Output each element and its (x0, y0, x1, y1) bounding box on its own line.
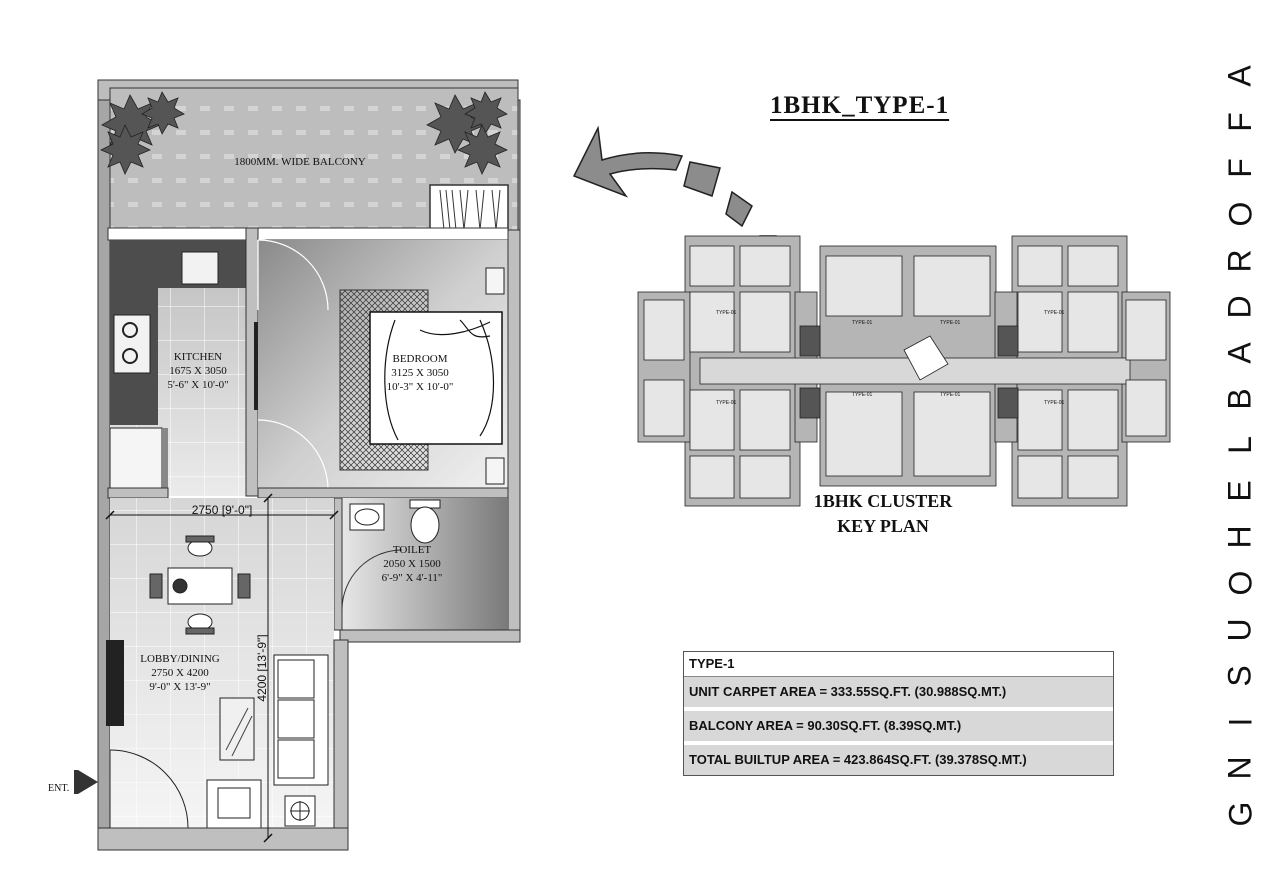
balcony-label: 1800MM. WIDE BALCONY (234, 156, 366, 168)
heading-letter: A (1222, 65, 1258, 87)
area-table: TYPE-1 UNIT CARPET AREA = 333.55SQ.FT. (… (683, 651, 1114, 776)
coffee-table-icon (219, 697, 255, 761)
armchair-icon (206, 779, 262, 829)
heading-letter: F (1221, 112, 1258, 132)
lobby-metric: 2750 X 4200 (151, 667, 209, 679)
width-dimension: 2750 [9'-0"] (192, 503, 253, 517)
key-plan-caption-line1: 1BHK CLUSTER (813, 491, 953, 511)
plan-title: 1BHK_TYPE-1 (770, 92, 950, 119)
key-plan-unit-label: TYPE-01 (940, 392, 961, 398)
wardrobe (429, 184, 509, 236)
heading-letter: A (1222, 342, 1258, 364)
key-plan-unit-label: TYPE-01 (852, 320, 873, 326)
lobby-imperial: 9'-0" X 13'-9" (149, 681, 210, 693)
key-plan-unit-label: TYPE-01 (940, 320, 961, 326)
affordable-housing-heading: A F F O R D A B L E H O U S I N G (1218, 60, 1262, 830)
key-plan-unit-label: TYPE-01 (852, 392, 873, 398)
heading-letter: S (1222, 664, 1258, 687)
toilet-imperial: 6'-9" X 4'-11" (382, 572, 443, 584)
unit-floor-plan: 1800MM. WIDE BALCONY KITCHEN 1675 X 3050… (74, 79, 521, 851)
heading-letter: L (1221, 436, 1258, 454)
cluster-key-plan (637, 235, 1171, 507)
heading-letter: O (1221, 570, 1258, 596)
area-table-header: TYPE-1 (684, 652, 1113, 677)
lobby-name: LOBBY/DINING (140, 653, 219, 665)
kitchen-imperial: 5'-6" X 10'-0" (167, 379, 228, 391)
heading-letter: D (1221, 295, 1258, 319)
heading-letter: G (1221, 801, 1258, 827)
heading-letter: B (1222, 388, 1258, 410)
heading-letter: I (1221, 717, 1258, 727)
key-plan-caption-line2: KEY PLAN (837, 516, 929, 536)
toilet-name: TOILET (393, 544, 432, 556)
sink-icon (181, 251, 219, 285)
toilet-metric: 2050 X 1500 (383, 558, 441, 570)
heading-letter: O (1221, 201, 1258, 227)
bedroom-name: BEDROOM (392, 353, 447, 365)
bedroom-imperial: 10'-3" X 10'-0" (387, 381, 454, 393)
key-plan-unit-label: TYPE-01 (1044, 310, 1065, 316)
height-dimension: 4200 [13'-9"] (255, 634, 269, 701)
dining-table-icon (149, 535, 251, 635)
heading-letter: N (1221, 756, 1258, 780)
kitchen-name: KITCHEN (174, 351, 222, 363)
bedroom-metric: 3125 X 3050 (391, 367, 449, 379)
fridge-icon (109, 427, 163, 489)
heading-letter: R (1221, 248, 1258, 273)
area-table-row: BALCONY AREA = 90.30SQ.FT. (8.39SQ.MT.) (684, 711, 1113, 745)
plant-icon (100, 91, 508, 175)
area-table-row: TOTAL BUILTUP AREA = 423.864SQ.FT. (39.3… (684, 745, 1113, 775)
plant-pot-icon (284, 795, 316, 827)
sofa-icon (273, 654, 329, 786)
washbasin-icon (349, 503, 385, 531)
key-plan-unit-label: TYPE-01 (716, 310, 737, 316)
kitchen-metric: 1675 X 3050 (169, 365, 227, 377)
key-plan-unit-label: TYPE-01 (1044, 400, 1065, 406)
heading-letter: U (1221, 617, 1258, 642)
entrance-arrow-icon (78, 770, 98, 794)
key-plan-unit-label: TYPE-01 (716, 400, 737, 406)
area-table-row: UNIT CARPET AREA = 333.55SQ.FT. (30.988S… (684, 677, 1113, 711)
curved-arrow-icon (572, 125, 779, 249)
entrance-label: ENT. (48, 783, 70, 794)
heading-letter: H (1221, 525, 1258, 549)
heading-letter: F (1221, 158, 1258, 179)
heading-letter: E (1222, 480, 1258, 502)
